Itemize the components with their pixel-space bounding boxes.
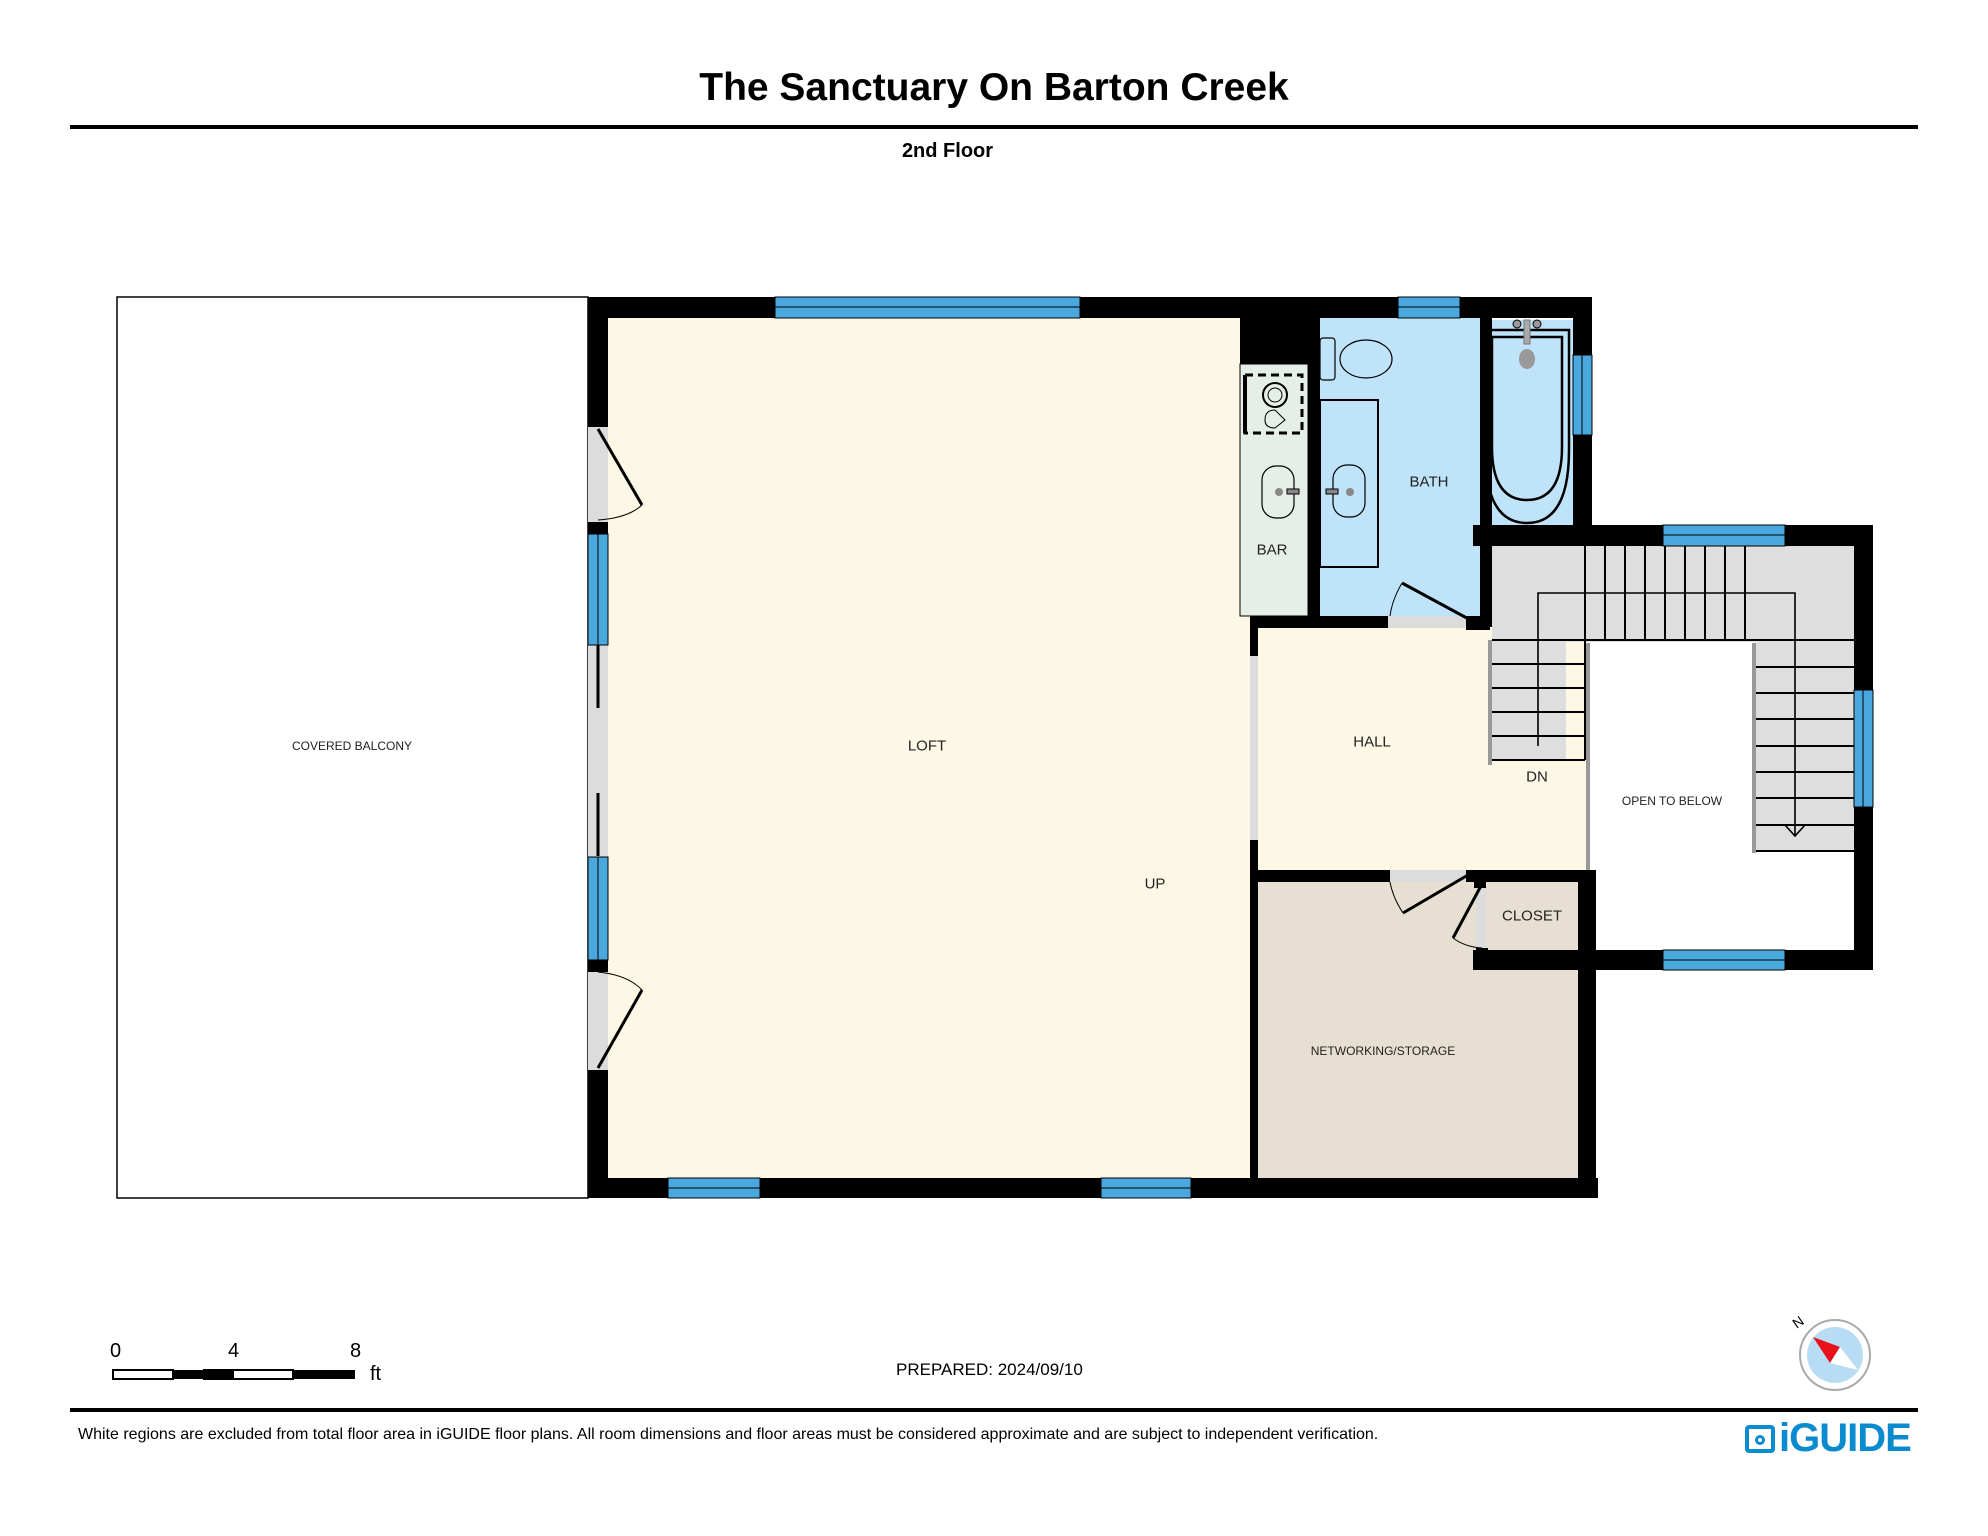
- stair-up-label: UP: [1144, 875, 1166, 893]
- footer-divider: [70, 1408, 1918, 1412]
- scale-unit: ft: [370, 1363, 382, 1385]
- covered-balcony-area: [116, 296, 589, 1199]
- stair-treads: [1492, 546, 1854, 852]
- bath-area: [1320, 318, 1480, 616]
- window-mullions: [597, 306, 1864, 1189]
- bath-fixtures: [1319, 319, 1571, 568]
- room-label-hall: HALL: [1353, 733, 1391, 751]
- stair-down-label: DN: [1526, 768, 1548, 786]
- room-label-closet: CLOSET: [1501, 907, 1563, 925]
- compass-icon: [1799, 1319, 1871, 1391]
- page-title: The Sanctuary On Barton Creek: [699, 66, 1289, 109]
- scale-tick-8: 8: [350, 1340, 362, 1362]
- scale-bar: [112, 1369, 355, 1380]
- door-swings: [596, 428, 1484, 1069]
- scale-tick-4: 4: [228, 1340, 240, 1362]
- door-openings: [588, 427, 1486, 1070]
- room-label-loft: LOFT: [907, 737, 947, 755]
- room-label-bar: BAR: [1256, 541, 1288, 559]
- room-label-bath: BATH: [1409, 473, 1449, 491]
- iguide-logo-icon: [1745, 1424, 1775, 1453]
- room-label-covered-balcony: COVERED BALCONY: [291, 739, 413, 753]
- room-label-networking-storage: NETWORKING/STORAGE: [1310, 1044, 1456, 1058]
- title-divider: [70, 125, 1918, 129]
- loft-area: [608, 318, 1252, 1178]
- stairs-top: [1492, 546, 1854, 642]
- room-label-open-to-below: OPEN TO BELOW: [1621, 794, 1723, 808]
- scale-tick-0: 0: [110, 1340, 122, 1362]
- disclaimer-text: White regions are excluded from total fl…: [78, 1426, 1379, 1443]
- closet-area: [1487, 882, 1578, 953]
- iguide-logo-text: iGUIDE: [1779, 1416, 1912, 1460]
- stairs-left: [1492, 640, 1566, 761]
- iguide-logo: iGUIDE: [1745, 1416, 1912, 1461]
- prepared-date: PREPARED: 2024/09/10: [896, 1360, 1083, 1379]
- bar-fixtures: [1243, 373, 1304, 519]
- floor-label: 2nd Floor: [901, 140, 994, 162]
